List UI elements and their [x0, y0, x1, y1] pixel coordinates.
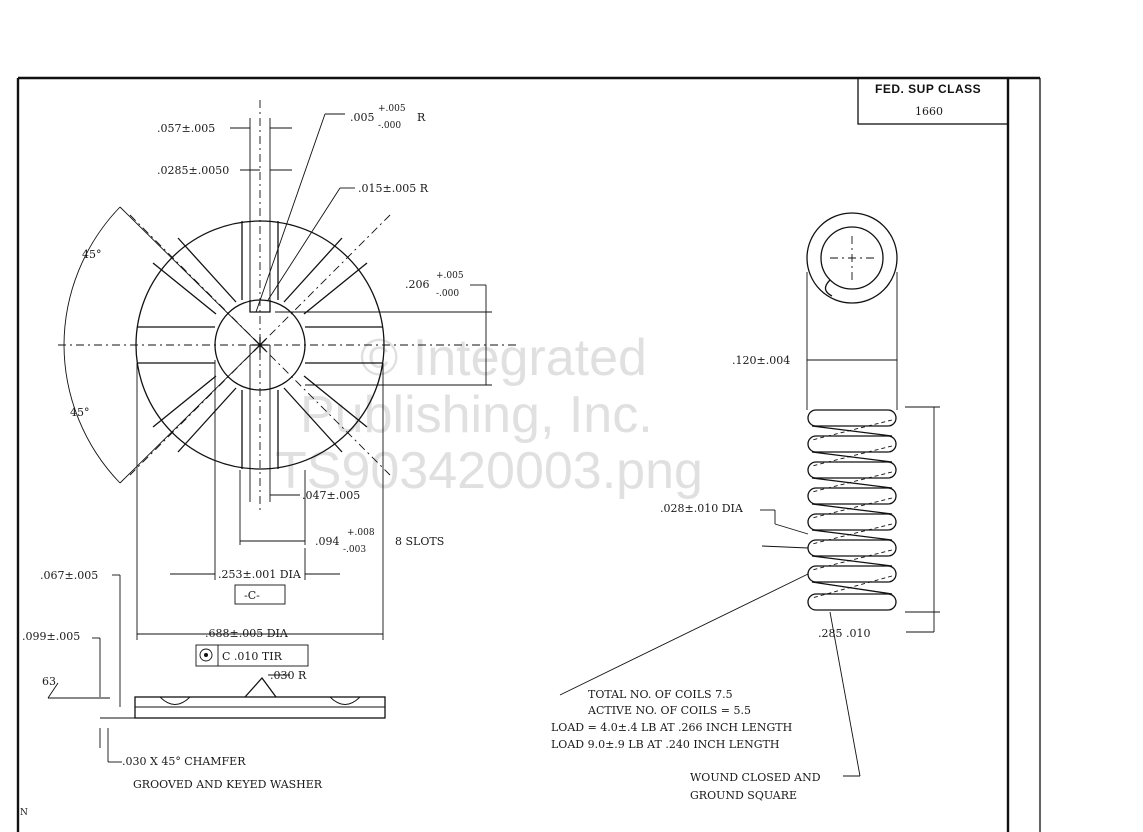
dim-inner-dia: .120±.004: [732, 354, 790, 367]
dim-slot-depth-tol-plus: +.005: [436, 271, 464, 281]
dim-key-length-tol-plus: +.008: [347, 528, 375, 538]
runout-frame: [195, 644, 309, 667]
watermark-line-2: Publishing, Inc.: [300, 386, 653, 444]
dim-corner-radius-unit: R: [417, 111, 426, 124]
angle-top-label: 45°: [82, 248, 102, 261]
watermark-line-1: © Integrated: [360, 329, 647, 387]
dim-slot-radius: .015±.005 R: [358, 182, 429, 195]
spring-note-3: LOAD = 4.0±.4 LB AT .266 INCH LENGTH: [551, 721, 792, 734]
spring-note-2: ACTIVE NO. OF COILS = 5.5: [587, 704, 751, 717]
title-block: FED. SUP CLASS 1660: [857, 77, 1009, 125]
spring-end-note-2: GROUND SQUARE: [690, 789, 797, 802]
dim-half-slot: .0285±.0050: [157, 164, 229, 177]
dim-key-length-base: .094: [315, 535, 340, 548]
washer-caption: GROOVED AND KEYED WASHER: [133, 778, 323, 791]
spring-note-4: LOAD 9.0±.9 LB AT .240 INCH LENGTH: [551, 738, 780, 751]
dim-groove: .099±.005: [22, 630, 80, 643]
datum-box: [234, 584, 286, 605]
dim-corner-radius-tol-minus: -.000: [378, 121, 401, 131]
spring-side-view: .120±.004 .285 .010 .028±.010 DIA: [559, 272, 940, 777]
dim-corner-radius-base: .005: [350, 111, 375, 124]
dim-free-length: .285 .010: [818, 627, 870, 640]
dim-key-length-tol-minus: -.003: [343, 545, 366, 555]
dim-bore: .253±.001 DIA: [218, 568, 302, 581]
dim-slot-width: .057±.005: [157, 122, 215, 135]
dim-corner-radius-tol-plus: +.005: [378, 104, 406, 114]
spring-end-view: [806, 212, 898, 304]
dim-thickness: .067±.005: [40, 569, 98, 582]
bottom-dimensions: .047±.005 .094 +.008 -.003 8 SLOTS .253±…: [136, 345, 444, 667]
spring-end-note-1: WOUND CLOSED AND: [690, 771, 821, 784]
spring-note-1: TOTAL NO. OF COILS 7.5: [588, 688, 733, 701]
slots-note: 8 SLOTS: [395, 535, 444, 548]
dim-crown-radius: .030 R: [270, 669, 307, 682]
spring-coils: [807, 409, 897, 611]
corner-mark: N: [20, 808, 28, 818]
watermark: © Integrated Publishing, Inc. TS90342000…: [275, 329, 703, 500]
dim-outer: .688±.005 DIA: [205, 627, 289, 640]
slot-depth-dimension: .206 +.005 -.000: [275, 271, 492, 386]
watermark-line-3: TS903420003.png: [275, 442, 703, 500]
dim-slot-depth-tol-minus: -.000: [436, 289, 459, 299]
title-block-class-label: FED. SUP CLASS: [875, 82, 981, 96]
angle-bottom-label: 45°: [70, 406, 90, 419]
top-dimensions: .057±.005 .0285±.0050 .005 +.005 -.000 R…: [157, 104, 429, 313]
chamfer-note: .030 X 45° CHAMFER: [122, 755, 246, 768]
angle-dimension: 45° 45°: [63, 206, 261, 484]
datum-label: -C-: [244, 589, 260, 602]
spring-notes: TOTAL NO. OF COILS 7.5 ACTIVE NO. OF COI…: [551, 688, 821, 802]
dim-slot-depth-base: .206: [405, 278, 430, 291]
washer-side-view: .030 R .067±.005 .099±.005 63 .030 X 45°…: [22, 569, 386, 791]
title-block-class-number: 1660: [915, 105, 943, 118]
dim-key-width: .047±.005: [302, 489, 360, 502]
surface-finish: 63: [42, 675, 56, 688]
runout-tolerance: C .010 TIR: [222, 650, 283, 663]
dim-wire-dia: .028±.010 DIA: [660, 502, 744, 515]
